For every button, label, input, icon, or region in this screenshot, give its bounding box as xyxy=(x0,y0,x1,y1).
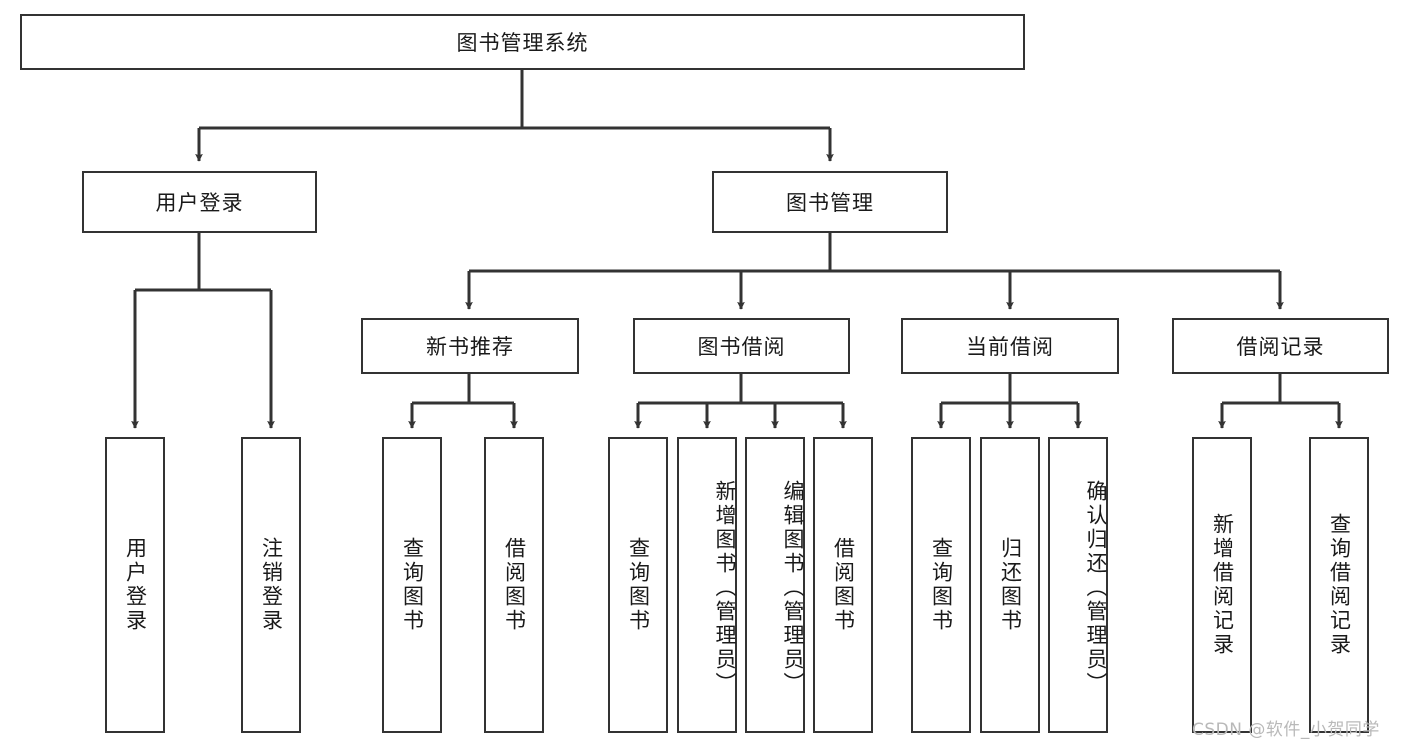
leaf-cb-confirm-return-admin-label: 确认归还（管理员） xyxy=(1084,480,1108,696)
leaf-bb-query-book-label: 查询图书 xyxy=(626,537,651,633)
node-borrow-record[interactable]: 借阅记录 xyxy=(1172,318,1389,374)
node-borrow-record-label: 借阅记录 xyxy=(1236,335,1325,359)
leaf-nb-borrow-book[interactable]: 借阅图书 xyxy=(484,437,544,733)
leaf-bb-borrow-book[interactable]: 借阅图书 xyxy=(813,437,873,733)
leaf-cb-query-book[interactable]: 查询图书 xyxy=(911,437,971,733)
leaf-nb-query-book-label: 查询图书 xyxy=(400,537,425,633)
leaf-cb-return-book-label: 归还图书 xyxy=(998,537,1023,633)
leaf-br-query-record-label: 查询借阅记录 xyxy=(1327,513,1352,657)
leaf-cb-confirm-return-admin[interactable]: 确认归还（管理员） xyxy=(1048,437,1108,733)
leaf-bb-query-book[interactable]: 查询图书 xyxy=(608,437,668,733)
leaf-cb-query-book-label: 查询图书 xyxy=(929,537,954,633)
node-new-book-recommend-label: 新书推荐 xyxy=(426,335,514,359)
leaf-bb-edit-book-admin[interactable]: 编辑图书（管理员） xyxy=(745,437,805,733)
leaf-user-login-label: 用户登录 xyxy=(123,537,148,633)
node-user-login-label: 用户登录 xyxy=(155,191,244,215)
leaf-bb-add-book-admin[interactable]: 新增图书（管理员） xyxy=(677,437,737,733)
leaf-bb-add-book-admin-label: 新增图书（管理员） xyxy=(713,480,737,696)
node-root-label: 图书管理系统 xyxy=(456,31,589,55)
node-book-manage-label: 图书管理 xyxy=(786,191,874,215)
leaf-nb-borrow-book-label: 借阅图书 xyxy=(502,537,527,633)
node-book-borrow[interactable]: 图书借阅 xyxy=(633,318,850,374)
leaf-logout-label: 注销登录 xyxy=(259,537,284,633)
leaf-nb-query-book[interactable]: 查询图书 xyxy=(382,437,442,733)
leaf-bb-borrow-book-label: 借阅图书 xyxy=(831,537,856,633)
node-root[interactable]: 图书管理系统 xyxy=(20,14,1025,70)
node-new-book-recommend[interactable]: 新书推荐 xyxy=(361,318,579,374)
node-book-manage[interactable]: 图书管理 xyxy=(712,171,948,233)
node-user-login[interactable]: 用户登录 xyxy=(82,171,317,233)
node-current-borrow[interactable]: 当前借阅 xyxy=(901,318,1119,374)
leaf-bb-edit-book-admin-label: 编辑图书（管理员） xyxy=(781,480,805,696)
node-book-borrow-label: 图书借阅 xyxy=(697,335,786,359)
leaf-br-query-record[interactable]: 查询借阅记录 xyxy=(1309,437,1369,733)
leaf-br-add-record-label: 新增借阅记录 xyxy=(1210,513,1235,657)
leaf-cb-return-book[interactable]: 归还图书 xyxy=(980,437,1040,733)
leaf-user-login[interactable]: 用户登录 xyxy=(105,437,165,733)
watermark-text: CSDN @软件_小贺同学 xyxy=(1192,720,1380,740)
leaf-logout[interactable]: 注销登录 xyxy=(241,437,301,733)
node-current-borrow-label: 当前借阅 xyxy=(966,335,1054,359)
leaf-br-add-record[interactable]: 新增借阅记录 xyxy=(1192,437,1252,733)
